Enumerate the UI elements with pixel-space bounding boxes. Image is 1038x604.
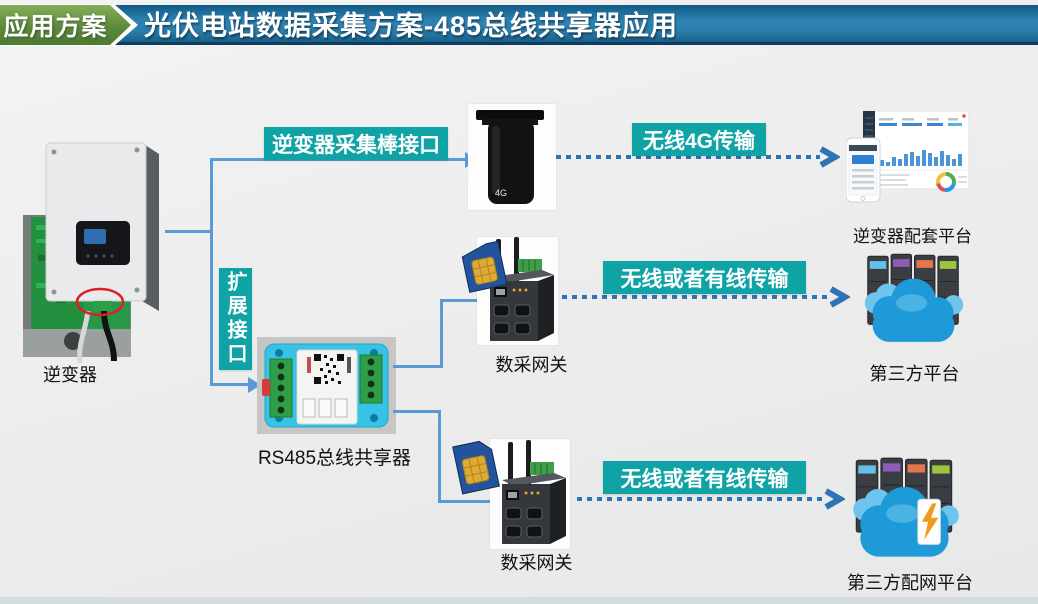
transmission-mid-label: 无线或者有线传输 [603,261,806,294]
gateway-bottom-icon [502,440,566,544]
connector-to-rs485 [210,383,250,386]
collector-interface-label: 逆变器采集棒接口 [264,127,448,160]
title-banner: 光伏电站数据采集方案-485总线共享器应用 [104,5,1038,45]
connector-rs485-gw1-c [440,299,478,302]
gateway-mid-label: 数采网关 [495,355,568,375]
third-party-grid-platform-label: 第三方配网平台 [847,573,973,593]
sim-card-icon [461,240,508,293]
dotted-arrowhead-bottom [824,488,845,510]
inverter-platform-icon [846,110,970,203]
rs485-sharer-icon [257,337,396,434]
dotted-arrowhead-4g [819,146,840,168]
bottom-strip [0,597,1038,604]
sim-card-icon [452,440,500,495]
section-badge-label: 应用方案 [3,13,108,41]
dotted-arrowhead-mid [829,286,850,308]
dotted-line-bottom [577,497,825,501]
third-party-platform-label: 第三方平台 [869,364,960,384]
connector-inverter-stub [165,230,212,233]
connector-rs485-gw2-b [438,410,441,503]
inverter-photo-icon [23,142,159,364]
inverter-label: 逆变器 [43,365,97,385]
inverter-platform-label: 逆变器配套平台 [853,227,972,246]
stick-logo-text: 4G [495,188,507,198]
page-title: 光伏电站数据采集方案-485总线共享器应用 [144,11,679,41]
extension-interface-label: 扩展接口 [219,268,252,370]
qr-code-icon [314,354,344,384]
lightning-icon [921,503,939,541]
dotted-line-mid [562,295,830,299]
collector-stick-icon: 4G [476,110,544,204]
connector-rs485-gw1-a [393,365,443,368]
gateway-bottom-label: 数采网关 [500,553,573,573]
transmission-bottom-label: 无线或者有线传输 [603,461,806,494]
connector-rs485-gw1-b [440,299,443,368]
connector-rs485-gw2-a [393,410,441,413]
third-party-grid-platform-icon [853,457,959,557]
connector-rs485-gw2-c [438,500,492,503]
section-badge: 应用方案 [0,5,131,45]
dotted-line-4g [556,155,820,159]
third-party-platform-icon [864,253,964,342]
rs485-sharer-label: RS485总线共享器 [257,448,412,469]
wireless-4g-label: 无线4G传输 [632,123,766,156]
connector-vertical [210,158,213,386]
